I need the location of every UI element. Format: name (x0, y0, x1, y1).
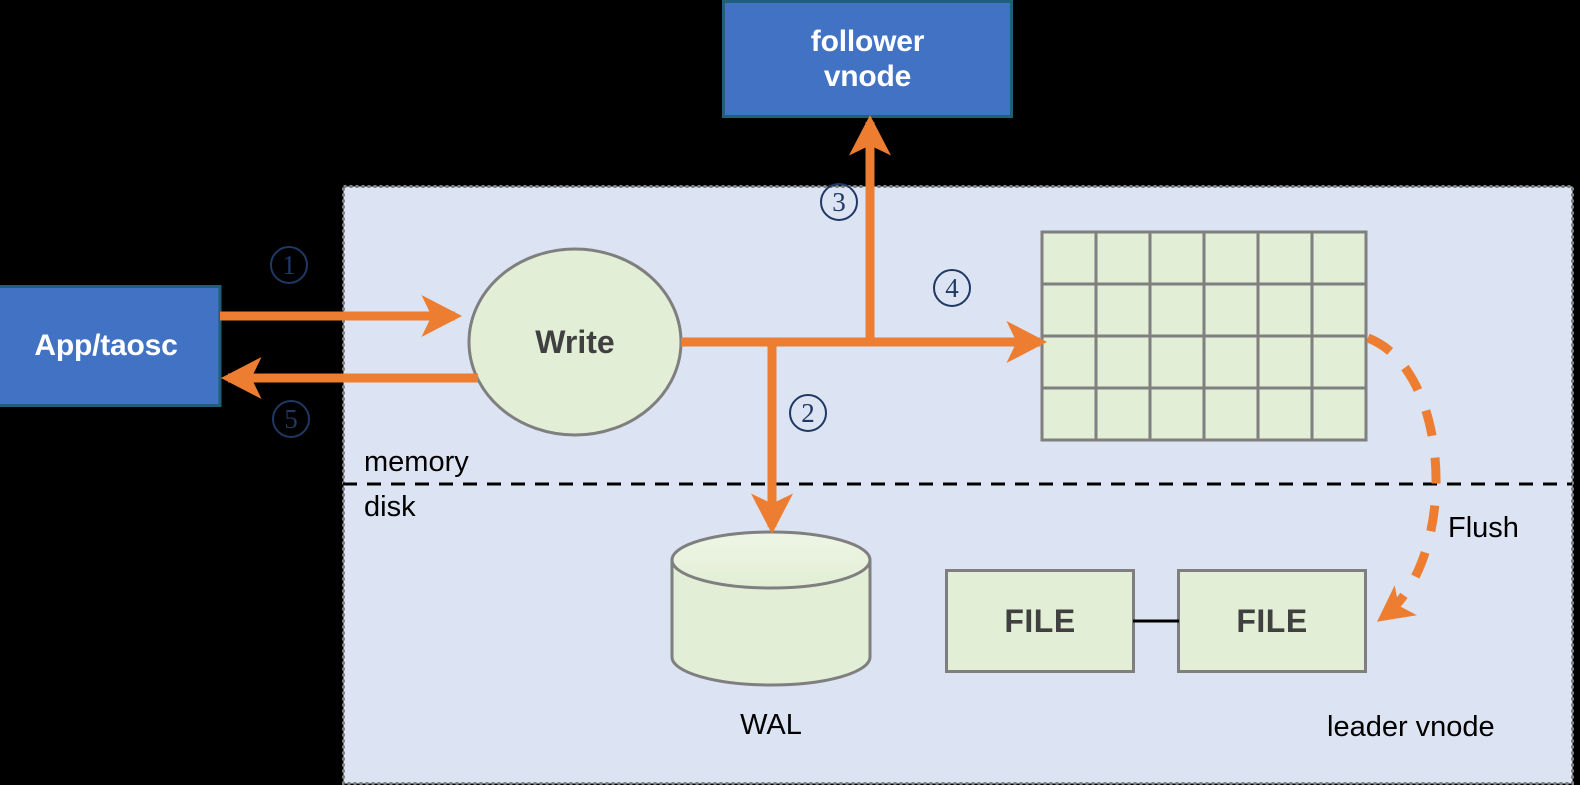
step-badge-5: 5 (272, 400, 310, 438)
memtable-grid[interactable] (1040, 230, 1368, 442)
file-box-left[interactable] (945, 569, 1135, 673)
app-taosc-box[interactable] (0, 285, 222, 407)
follower-vnode-box[interactable] (722, 0, 1013, 118)
step-badge-1: 1 (270, 246, 308, 284)
wal-cylinder[interactable] (670, 530, 872, 687)
file-box-right[interactable] (1177, 569, 1367, 673)
write-ellipse[interactable] (467, 247, 683, 437)
edge-flush-dashed (1366, 333, 1441, 622)
step-badge-2: 2 (789, 394, 827, 432)
step-badge-4: 4 (933, 269, 971, 307)
step-badge-3: 3 (820, 183, 858, 221)
